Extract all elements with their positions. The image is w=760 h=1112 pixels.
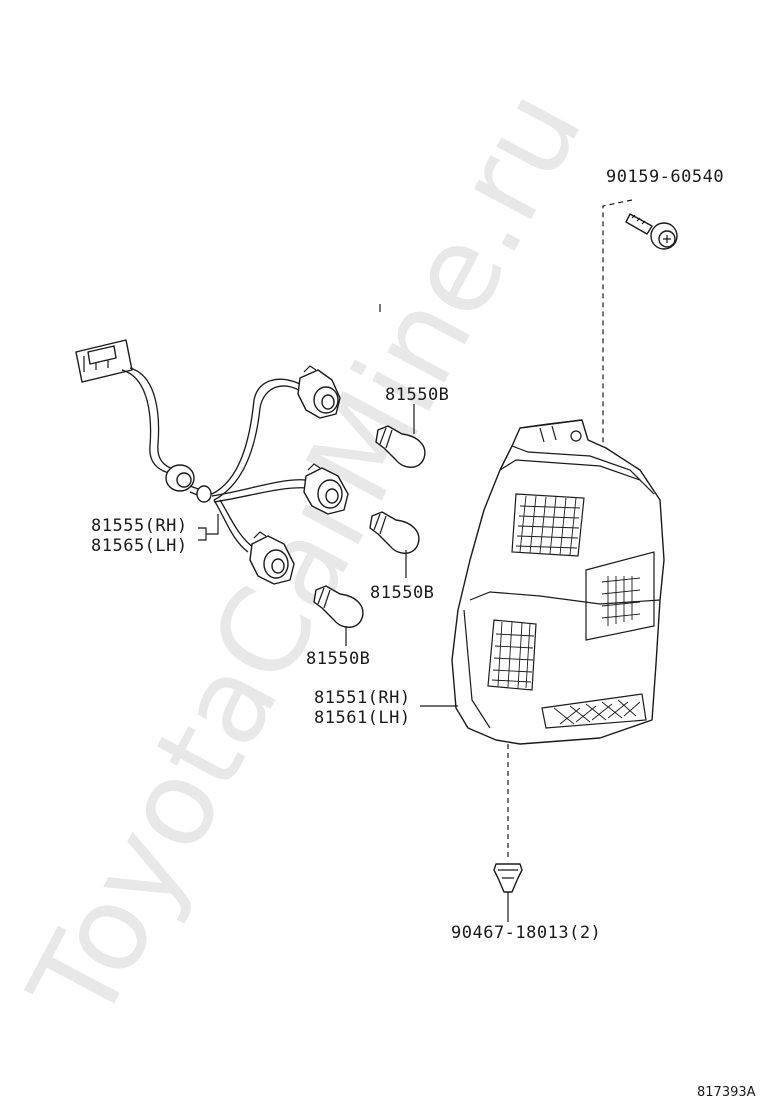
bulb-mid[interactable] — [369, 511, 420, 554]
screw-label: 90159-60540 — [606, 167, 724, 187]
screw-leader — [602, 199, 633, 444]
lamp-grid-lower — [491, 621, 535, 689]
socket-lh-label: 81565(LH) — [91, 536, 188, 556]
bulb-mid-label: 81550B — [370, 583, 434, 603]
bulb-socket-top[interactable] — [297, 365, 341, 419]
clip-part[interactable] — [493, 863, 523, 893]
wire-harness[interactable] — [75, 339, 309, 553]
tail-lamp-assembly[interactable] — [451, 419, 665, 745]
lamp-rh-label: 81551(RH) — [314, 688, 411, 708]
bulb-low-label: 81550B — [306, 649, 370, 669]
bulb-socket-mid[interactable] — [303, 463, 349, 515]
screw-part[interactable] — [625, 213, 678, 250]
socket-leader — [198, 514, 219, 541]
lamp-grid-reflex — [553, 699, 641, 725]
bulb-low[interactable] — [313, 585, 364, 628]
bulb-top[interactable] — [375, 425, 426, 468]
lamp-grid-upper — [515, 495, 581, 556]
socket-rh-label: 81555(RH) — [91, 516, 188, 536]
bulb-top-label: 81550B — [385, 385, 449, 405]
diagram-id: 817393A — [697, 1085, 756, 1100]
lamp-lh-label: 81561(LH) — [314, 708, 411, 728]
clip-label: 90467-18013(2) — [451, 923, 601, 943]
bulb-socket-low[interactable] — [249, 531, 295, 585]
lamp-grid-right — [601, 576, 641, 626]
